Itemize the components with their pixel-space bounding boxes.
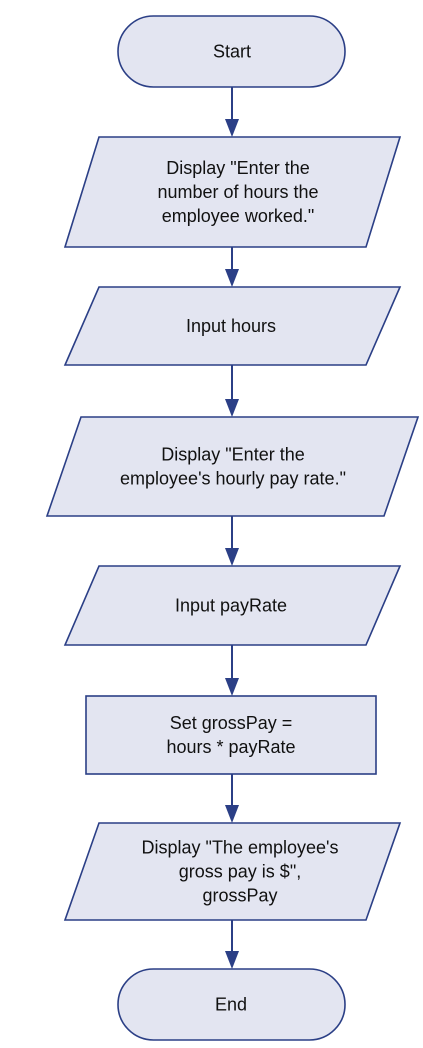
arrowhead <box>225 678 239 696</box>
node-label-line: Start <box>213 42 251 62</box>
arrowhead <box>225 951 239 969</box>
arrowhead <box>225 399 239 417</box>
start-node: Start <box>117 15 346 88</box>
display-gross-pay-node: Display "The employee's gross pay is $", g… <box>63 822 402 921</box>
node-label-line: number of hours the <box>157 182 318 202</box>
io-parallelogram-shape <box>45 416 420 517</box>
node-label-line: Display "Enter the <box>166 158 309 178</box>
terminal-shape <box>117 15 346 88</box>
io-parallelogram-shape <box>63 136 402 248</box>
flow-arrow <box>225 365 239 417</box>
node-label-line: Input hours <box>186 316 276 336</box>
node-label-line: hours * payRate <box>166 737 295 757</box>
connector-layer <box>225 87 239 969</box>
end-node: End <box>117 968 346 1041</box>
io-parallelogram-shape <box>63 822 402 921</box>
process-shape <box>85 695 377 775</box>
input-pay-rate-node: Input payRate <box>63 565 402 646</box>
arrowhead <box>225 119 239 137</box>
arrowhead <box>225 805 239 823</box>
arrowhead <box>225 548 239 566</box>
node-label-line: Input payRate <box>175 596 287 616</box>
node-label-line: employee worked." <box>162 206 314 226</box>
display-hours-prompt-node: Display "Enter the number of hours the emp… <box>63 136 402 248</box>
flow-arrow <box>225 645 239 696</box>
flow-arrow <box>225 516 239 566</box>
node-label-line: Display "The employee's <box>142 838 339 858</box>
node-label-line: grossPay <box>202 886 277 906</box>
node-label-line: Set grossPay = <box>170 713 293 733</box>
flow-arrow <box>225 247 239 287</box>
display-rate-prompt-node: Display "Enter the employee's hourly pay … <box>45 416 420 517</box>
node-label-line: gross pay is $", <box>179 862 301 882</box>
arrowhead <box>225 269 239 287</box>
io-parallelogram-shape <box>63 286 402 366</box>
flow-arrow <box>225 920 239 969</box>
node-label-line: Display "Enter the <box>161 445 304 465</box>
input-hours-node: Input hours <box>63 286 402 366</box>
node-label-line: employee's hourly pay rate." <box>120 469 346 489</box>
set-gross-pay-node: Set grossPay = hours * payRate <box>85 695 377 775</box>
flow-arrow <box>225 774 239 823</box>
io-parallelogram-shape <box>63 565 402 646</box>
flow-arrow <box>225 87 239 137</box>
node-label-line: End <box>215 995 247 1015</box>
terminal-shape <box>117 968 346 1041</box>
